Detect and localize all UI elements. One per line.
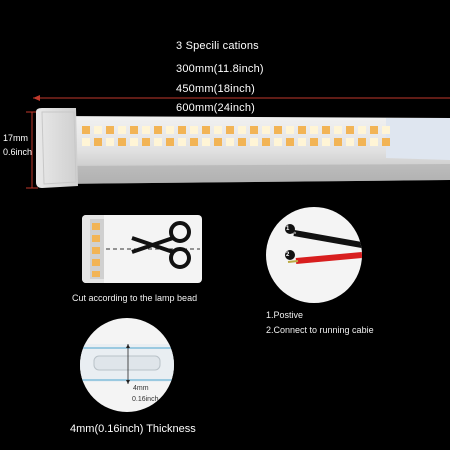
height-inch-label: 0.6inch (3, 147, 33, 157)
wire-marker-2: 2 (286, 252, 290, 258)
led-chip (226, 126, 234, 134)
led-chip (202, 126, 210, 134)
led-chip (286, 138, 294, 146)
led-chip (382, 126, 390, 134)
led-chip (190, 126, 198, 134)
led-chip (358, 126, 366, 134)
led-chip (250, 126, 258, 134)
led-chip (94, 138, 102, 146)
led-chip (286, 126, 294, 134)
led-chip (166, 138, 174, 146)
led-chip (106, 138, 114, 146)
led-chip (154, 126, 162, 134)
thickness-inch-label: 0.16inch (132, 396, 159, 403)
led-chip (250, 138, 258, 146)
led-chip (370, 138, 378, 146)
led-chip (346, 126, 354, 134)
led-chip (142, 138, 150, 146)
led-strip-image (36, 108, 450, 188)
led-chip (262, 126, 270, 134)
led-chip (118, 138, 126, 146)
led-chip (274, 138, 282, 146)
thickness-caption: 4mm(0.16inch) Thickness (70, 423, 196, 435)
led-chip (214, 126, 222, 134)
spec-size-450: 450mm(18inch) (176, 83, 256, 95)
thickness-mm-label: 4mm (133, 385, 149, 392)
led-chip (346, 138, 354, 146)
led-chip (202, 138, 210, 146)
led-chip (154, 138, 162, 146)
thickness-illustration (80, 318, 174, 412)
led-chip (118, 126, 126, 134)
led-chip (130, 126, 138, 134)
length-measure-line (26, 95, 450, 189)
led-chip (298, 126, 306, 134)
led-chip (262, 138, 270, 146)
led-chip (190, 138, 198, 146)
led-chip (142, 126, 150, 134)
led-chip (178, 126, 186, 134)
led-chip (322, 138, 330, 146)
wire-marker-1: 1 (286, 226, 290, 232)
led-chip (130, 138, 138, 146)
wiring-illustration (266, 207, 362, 303)
led-chip (322, 126, 330, 134)
led-chip (274, 126, 282, 134)
spec-size-600: 600mm(24inch) (176, 102, 256, 114)
led-chip (106, 126, 114, 134)
specs-title: 3 Specili cations (176, 40, 259, 52)
scissors-icon (131, 221, 191, 269)
led-chip (358, 138, 366, 146)
led-chip (310, 138, 318, 146)
led-chip (382, 138, 390, 146)
led-chip (82, 138, 90, 146)
led-chip (82, 126, 90, 134)
led-chip (178, 138, 186, 146)
led-chip (94, 126, 102, 134)
led-chip (166, 126, 174, 134)
led-chip (226, 138, 234, 146)
spec-size-300: 300mm(11.8inch) (176, 63, 264, 75)
led-chip (298, 138, 306, 146)
led-chip (214, 138, 222, 146)
led-chip (334, 138, 342, 146)
height-mm-label: 17mm (3, 133, 29, 143)
led-chip (370, 126, 378, 134)
led-chip (310, 126, 318, 134)
cut-caption: Cut according to the lamp bead (72, 293, 198, 303)
wiring-label-connect: 2.Connect to running cabie (266, 325, 374, 335)
led-chip (334, 126, 342, 134)
wiring-label-positive: 1.Postive (266, 310, 304, 320)
led-chip (238, 138, 246, 146)
led-chip (238, 126, 246, 134)
